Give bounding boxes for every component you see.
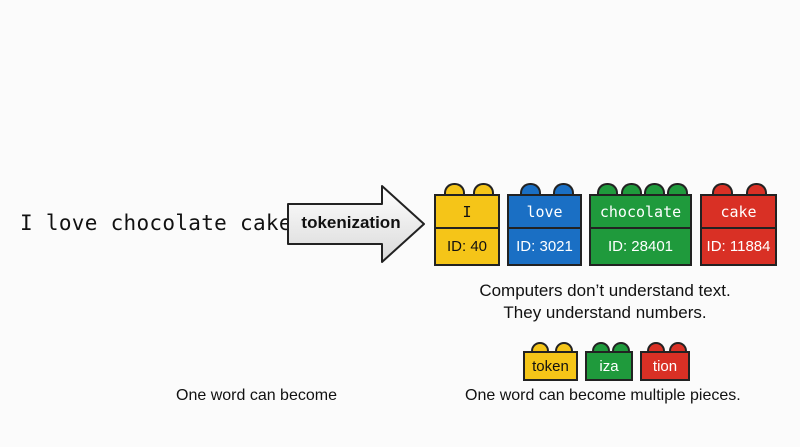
brick-stud <box>644 183 665 194</box>
caption-line-2: They understand numbers. <box>503 303 707 322</box>
token-brick-chocolate: chocolate ID: 28401 <box>589 183 692 266</box>
brick-stud <box>444 183 465 194</box>
tokenization-label: tokenization <box>301 213 401 232</box>
subword-text: iza <box>599 357 619 375</box>
token-text: I <box>436 196 498 229</box>
token-brick-cake: cake ID: 11884 <box>700 183 777 266</box>
brick-stud <box>669 342 687 351</box>
brick-stud <box>520 183 541 194</box>
token-id: ID: 3021 <box>516 238 573 255</box>
brick-stud <box>612 342 630 351</box>
brick-stud <box>592 342 610 351</box>
brick-stud <box>555 342 573 351</box>
brick-stud <box>647 342 665 351</box>
subword-brick-token: token <box>523 342 578 381</box>
token-id: ID: 11884 <box>706 238 771 255</box>
token-id: ID: 28401 <box>607 238 674 255</box>
subword-text: tion <box>652 357 678 375</box>
token-brick-love: love ID: 3021 <box>507 183 582 266</box>
bottom-left-caption: One word can become <box>176 387 337 404</box>
subword-brick-tion: tion <box>640 342 690 381</box>
tokenization-arrow-icon <box>287 185 425 263</box>
subword-text: token <box>532 357 569 375</box>
subword-brick-iza: iza <box>585 342 633 381</box>
caption-line-1: Computers don’t understand text. <box>479 281 731 300</box>
brick-stud <box>473 183 494 194</box>
token-brick-i: I ID: 40 <box>434 183 500 266</box>
token-id: ID: 40 <box>446 238 488 255</box>
token-text: cake <box>702 196 775 229</box>
token-text: chocolate <box>591 196 690 229</box>
brick-stud <box>531 342 549 351</box>
token-text: love <box>509 196 580 229</box>
brick-stud <box>621 183 642 194</box>
bottom-right-caption: One word can become multiple pieces. <box>465 387 741 404</box>
brick-stud <box>667 183 688 194</box>
brick-stud <box>746 183 767 194</box>
caption: Computers don’t understand text. They un… <box>440 280 770 324</box>
brick-stud <box>597 183 618 194</box>
brick-stud <box>553 183 574 194</box>
brick-stud <box>712 183 733 194</box>
input-sentence: I love chocolate cake <box>20 211 292 235</box>
